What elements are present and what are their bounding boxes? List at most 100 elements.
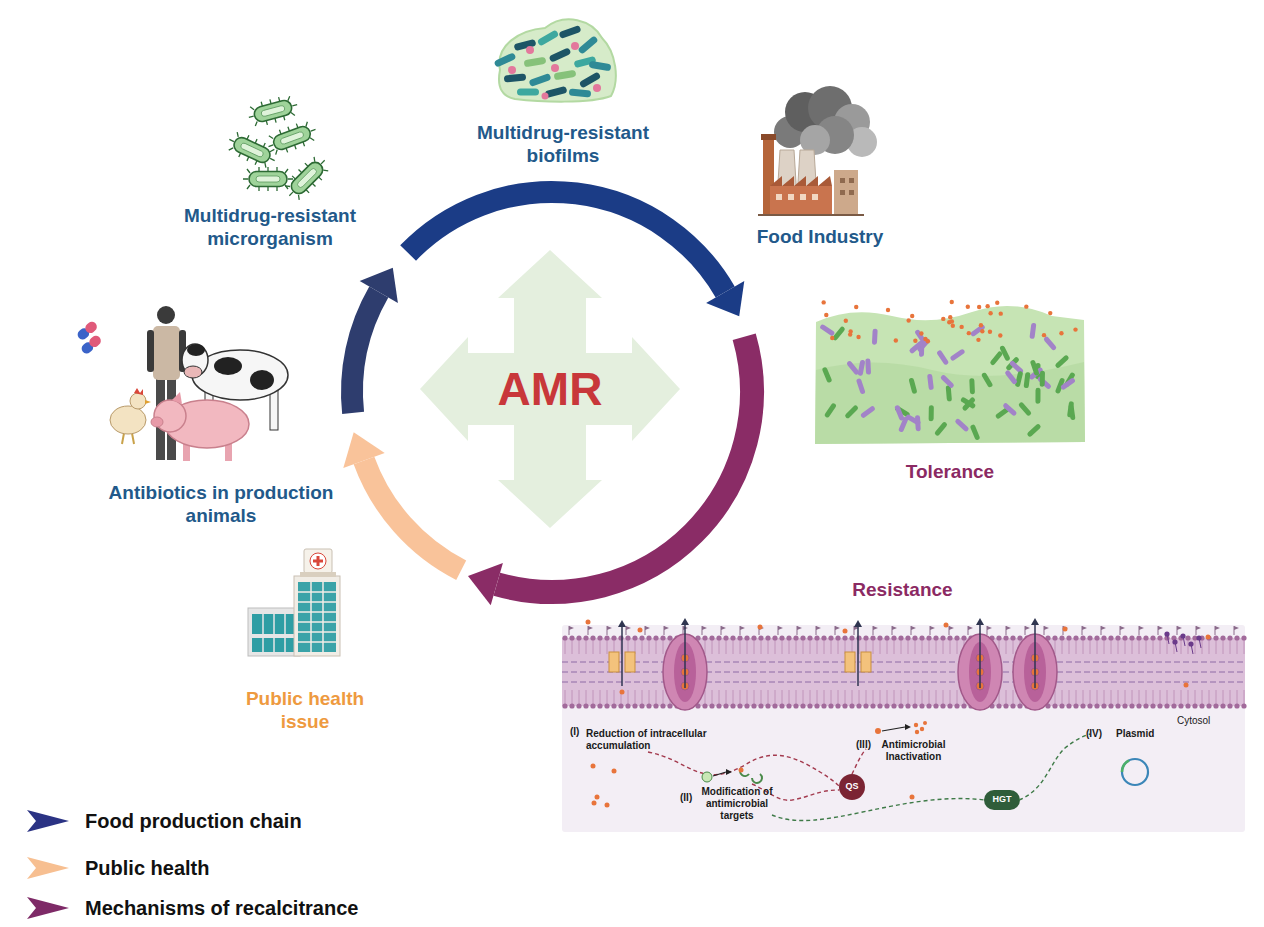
node-label: Resistance [852, 580, 952, 601]
illustration-label: Multidrug-resistant microrganism [160, 205, 380, 251]
biofilm-block [1067, 401, 1074, 418]
membrane-panel [954, 635, 959, 640]
legend-row: Food production chain [25, 807, 302, 835]
cycle-ring [706, 281, 744, 316]
mechanism-label: Antimicrobial Inactivation [876, 739, 951, 763]
membrane-panel [1172, 639, 1177, 644]
membrane-panel [705, 690, 706, 704]
membrane-panel [929, 690, 930, 704]
membrane-panel [1178, 703, 1183, 708]
membrane-panel [1220, 703, 1225, 708]
membrane-panel [660, 635, 665, 640]
membrane-panel [1073, 635, 1078, 640]
biofilm-block [1060, 377, 1076, 390]
node-text-box: Tolerance [812, 458, 1088, 486]
membrane-panel [1153, 690, 1154, 704]
membrane-panel [979, 624, 981, 688]
biofilm-block [824, 313, 828, 317]
biofilm-block [815, 300, 1085, 444]
membrane-panel [1003, 635, 1008, 640]
biofilm-block [1059, 331, 1063, 335]
membrane-panel [1192, 703, 1197, 708]
node-text-box: HGT [984, 790, 1020, 810]
membrane-panel [947, 703, 952, 708]
legend-label: Mechanisms of recalcitrance [85, 897, 358, 920]
membrane-panel [778, 626, 783, 630]
membrane-panel [768, 640, 769, 654]
membrane-panel [1209, 640, 1210, 654]
biofilm-block [961, 396, 976, 411]
biofilm-block [830, 336, 834, 340]
membrane-panel [1125, 690, 1126, 704]
membrane-panel [621, 626, 623, 686]
cycle-ring [468, 563, 503, 605]
membrane-panel [838, 640, 839, 654]
membrane-panel [747, 690, 748, 704]
biofilm-block [822, 367, 833, 384]
membrane-panel [835, 626, 840, 630]
membrane-panel [740, 626, 745, 630]
membrane-panel [1227, 635, 1232, 640]
membrane-panel [793, 635, 798, 640]
membrane-panel [873, 690, 874, 704]
membrane-panel [618, 620, 626, 627]
biofilm-block [1002, 402, 1017, 416]
membrane-panel [957, 640, 958, 654]
membrane-panel [1209, 690, 1210, 704]
legend-label: Food production chain [85, 810, 302, 833]
animals-icon [76, 306, 288, 461]
biofilm-block [989, 350, 1003, 366]
membrane-panel [653, 635, 658, 640]
membrane-panel [1160, 690, 1161, 704]
membrane-panel [1066, 703, 1071, 708]
biofilm-icon [528, 73, 551, 87]
membrane-panel [1136, 635, 1141, 640]
membrane-panel [873, 626, 878, 630]
bacteria-icon [281, 152, 333, 204]
biofilm-block [985, 304, 989, 308]
membrane-panel [604, 703, 609, 708]
biofilm-block [999, 311, 1003, 315]
membrane-panel [1143, 703, 1148, 708]
membrane-panel [726, 640, 727, 654]
biofilm-block [934, 421, 948, 436]
membrane-panel [803, 640, 804, 654]
membrane-panel [1101, 703, 1106, 708]
membrane-panel [1195, 690, 1196, 704]
membrane-panel [1080, 703, 1085, 708]
membrane-panel [949, 626, 954, 630]
biofilm-block [966, 305, 970, 309]
membrane-panel [894, 640, 895, 654]
resistance-panel: ResistanceQS HGT [555, 576, 1250, 836]
membrane-panel [1150, 635, 1155, 640]
hospital-icon [304, 549, 332, 573]
qs-node: QS [839, 774, 865, 800]
membrane-panel [1108, 703, 1113, 708]
membrane-panel [807, 635, 812, 640]
membrane-panel [730, 703, 735, 708]
membrane-panel [747, 640, 748, 654]
legend-swatch [25, 807, 71, 835]
membrane-panel [1063, 626, 1068, 630]
biofilm-icon [571, 42, 579, 50]
biofilm-block [819, 324, 835, 337]
membrane-panel [922, 690, 923, 704]
membrane-panel [614, 690, 615, 704]
membrane-panel [664, 626, 669, 630]
biofilm-block [844, 404, 859, 419]
biofilm-block [1040, 371, 1045, 387]
animals-icon [151, 417, 163, 427]
membrane-panel [912, 703, 917, 708]
membrane-panel [786, 703, 791, 708]
biofilm-block [915, 415, 921, 431]
membrane-panel [838, 690, 839, 704]
membrane-panel [751, 635, 756, 640]
membrane-panel [1013, 640, 1014, 654]
biofilm-icon [524, 57, 547, 68]
membrane-panel [1216, 690, 1217, 704]
membrane-panel [1101, 635, 1106, 640]
biofilm-block [844, 319, 848, 323]
membrane-panel [1111, 690, 1112, 704]
membrane-panel [593, 640, 594, 654]
membrane-panel [1213, 635, 1218, 640]
